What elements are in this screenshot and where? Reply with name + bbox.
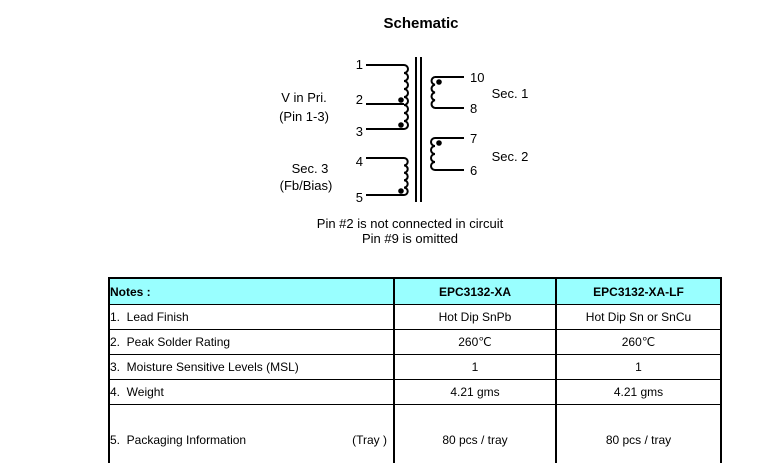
sec1-label: Sec. 1 [491, 86, 529, 101]
primary-label-line2: (Pin 1-3) [279, 109, 329, 124]
row-value-xa-lf: 4.21 gms [555, 379, 722, 405]
row-value-xa-lf: 260℃ [555, 329, 722, 355]
row-value-xa-lf: 1 [555, 354, 722, 380]
schematic-note-pin9: Pin #9 is omitted [361, 231, 459, 246]
schematic-title: Schematic [383, 15, 459, 32]
pin-number-1: 1 [355, 57, 363, 72]
row-value-xa-lf: 80 pcs / tray [555, 404, 722, 463]
polarity-dot-pin10 [436, 79, 442, 85]
schematic-note-pin2: Pin #2 is not connected in circuit [316, 216, 504, 231]
row-label: 5. Packaging Information (Tray ) [108, 404, 395, 463]
table-row-packaging: 5. Packaging Information (Tray ) 80 pcs … [108, 404, 722, 463]
row-label: 1. Lead Finish [108, 304, 395, 330]
sec3-label-line2: (Fb/Bias) [279, 178, 333, 193]
row-value-xa: 80 pcs / tray [393, 404, 557, 463]
header-part-epc3132-xa-lf: EPC3132-XA-LF [555, 277, 722, 305]
pin-number-8: 8 [470, 101, 478, 116]
row-label: 3. Moisture Sensitive Levels (MSL) [108, 354, 395, 380]
row-label: 4. Weight [108, 379, 395, 405]
pin-number-3: 3 [355, 124, 363, 139]
packaging-tray-note: (Tray ) [352, 433, 387, 447]
packaging-label: 5. Packaging Information [110, 433, 247, 447]
header-notes: Notes : [108, 277, 395, 305]
table-row-lead-finish: 1. Lead Finish Hot Dip SnPb Hot Dip Sn o… [108, 304, 722, 330]
table-row-weight: 4. Weight 4.21 gms 4.21 gms [108, 379, 722, 405]
pin-number-10: 10 [470, 70, 485, 85]
header-part-epc3132-xa: EPC3132-XA [393, 277, 557, 305]
pin-number-4: 4 [355, 154, 363, 169]
table-row-msl: 3. Moisture Sensitive Levels (MSL) 1 1 [108, 354, 722, 380]
sec3-label-line1: Sec. 3 [291, 161, 329, 176]
table-row-peak-solder-rating: 2. Peak Solder Rating 260℃ 260℃ [108, 329, 722, 355]
sec1-winding-coil [430, 76, 436, 109]
row-value-xa: 260℃ [393, 329, 557, 355]
row-label: 2. Peak Solder Rating [108, 329, 395, 355]
row-value-xa-lf: Hot Dip Sn or SnCu [555, 304, 722, 330]
part-notes-table: Notes : EPC3132-XA EPC3132-XA-LF 1. Lead… [108, 277, 722, 463]
polarity-dot-pin3 [398, 122, 404, 128]
row-value-xa: 4.21 gms [393, 379, 557, 405]
row-value-xa: 1 [393, 354, 557, 380]
pin-number-2: 2 [355, 92, 363, 107]
sec2-winding-coil [430, 137, 436, 171]
polarity-dot-pin2 [398, 97, 404, 103]
sec2-label: Sec. 2 [491, 149, 529, 164]
table-header-row: Notes : EPC3132-XA EPC3132-XA-LF [108, 277, 722, 305]
primary-label-line1: V in Pri. [281, 90, 327, 105]
primary-winding-coil [403, 64, 409, 130]
pin-number-5: 5 [355, 190, 363, 205]
pin-number-7: 7 [470, 131, 478, 146]
polarity-dot-pin7 [436, 140, 442, 146]
pin-number-6: 6 [470, 163, 478, 178]
polarity-dot-pin5 [398, 188, 404, 194]
sec3-winding-coil [403, 157, 409, 196]
row-value-xa: Hot Dip SnPb [393, 304, 557, 330]
